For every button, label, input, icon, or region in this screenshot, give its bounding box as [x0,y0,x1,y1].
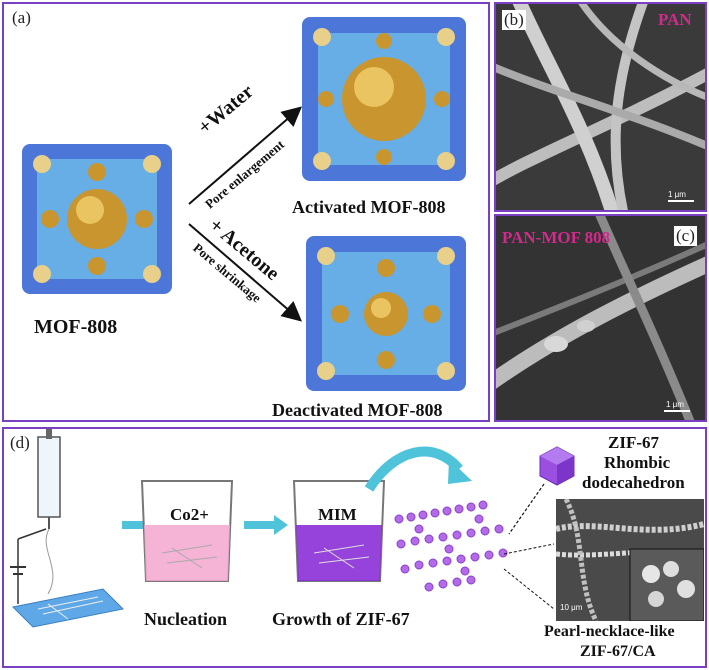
deactivated-mof-structure-illustration [306,236,466,391]
rhombic-dodecahedron-icon [539,446,575,486]
panel-b-label: (b) [502,10,526,30]
panel-c: PAN-MOF 808 (c) 1 μm [494,214,707,422]
panel-d-label: (d) [10,433,30,452]
growth-beaker-illustration [292,480,386,582]
nucleation-label: Nucleation [144,609,227,629]
panel-a-label: (a) [12,8,31,27]
pan-sem-image [496,4,705,210]
fiber-jet [45,528,54,595]
zif-67-ca-label: ZIF-67/CA [580,643,656,660]
power-supply-icon [10,528,47,604]
water-arrow [188,106,303,205]
acetone-arrow [188,223,303,322]
rhombic-label: Rhombic [604,453,671,472]
mof-808-label: MOF-808 [34,316,118,338]
electrospinning-setup-illustration [10,429,125,628]
pearl-necklace-label: Pearl-necklace-like [544,623,675,640]
dodecahedron-label: dodecahedron [582,473,685,492]
activated-mof-framework-icon [302,17,466,181]
nucleation-beaker-illustration [140,480,234,582]
reaction-arrows [188,106,303,322]
pan-mof-scale-text: 1 μm [666,400,684,409]
syringe-icon [37,429,61,529]
activated-mof-label: Activated MOF-808 [292,197,446,217]
co2-ion-label: Co2+ [170,505,209,524]
mim-label: MIM [318,505,357,524]
bead-network-icon [394,500,508,592]
mof-808-structure-illustration [22,144,172,294]
beaker-icon [292,480,386,582]
curved-arrow-icon [364,446,472,492]
zif-67-ca-sem-image: 10 μm [556,499,704,621]
zif-67-title: ZIF-67 [608,433,659,452]
collector-plate-icon [11,588,125,628]
deactivated-mof-framework-icon [306,236,466,391]
deactivated-mof-label: Deactivated MOF-808 [272,400,443,420]
panel-b: (b) PAN 1 μm [494,2,707,212]
pan-scale-bar [668,200,694,202]
arrow-2-icon [244,515,288,535]
pan-scale-text: 1 μm [668,190,686,199]
connector-lines [503,483,555,610]
panel-a: (a) MOF-808 +Water Pore enlargement + Ac… [2,2,490,422]
pan-label: PAN [658,10,692,29]
mof-808-framework-icon [22,144,172,294]
zif-67-network-illustration [394,500,508,592]
panel-d: (d) Co2+ Nucleation [2,427,707,668]
beaker-icon [140,480,234,582]
panel-c-label: (c) [674,226,697,246]
pan-mof-sem-image [496,216,705,420]
pan-mof-scale-bar [664,410,690,412]
activated-mof-structure-illustration [302,17,466,181]
pan-mof-808-label: PAN-MOF 808 [502,228,611,247]
growth-label: Growth of ZIF-67 [272,609,410,629]
sem-scale-text: 10 μm [560,603,583,612]
